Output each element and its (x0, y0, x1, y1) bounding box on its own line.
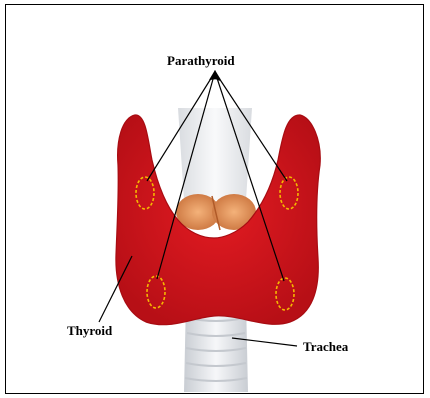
arrowheads (209, 70, 221, 81)
trachea-label: Trachea (303, 340, 348, 353)
thyroid-label: Thyroid (67, 324, 112, 337)
parathyroid-label: Parathyroid (167, 54, 235, 67)
